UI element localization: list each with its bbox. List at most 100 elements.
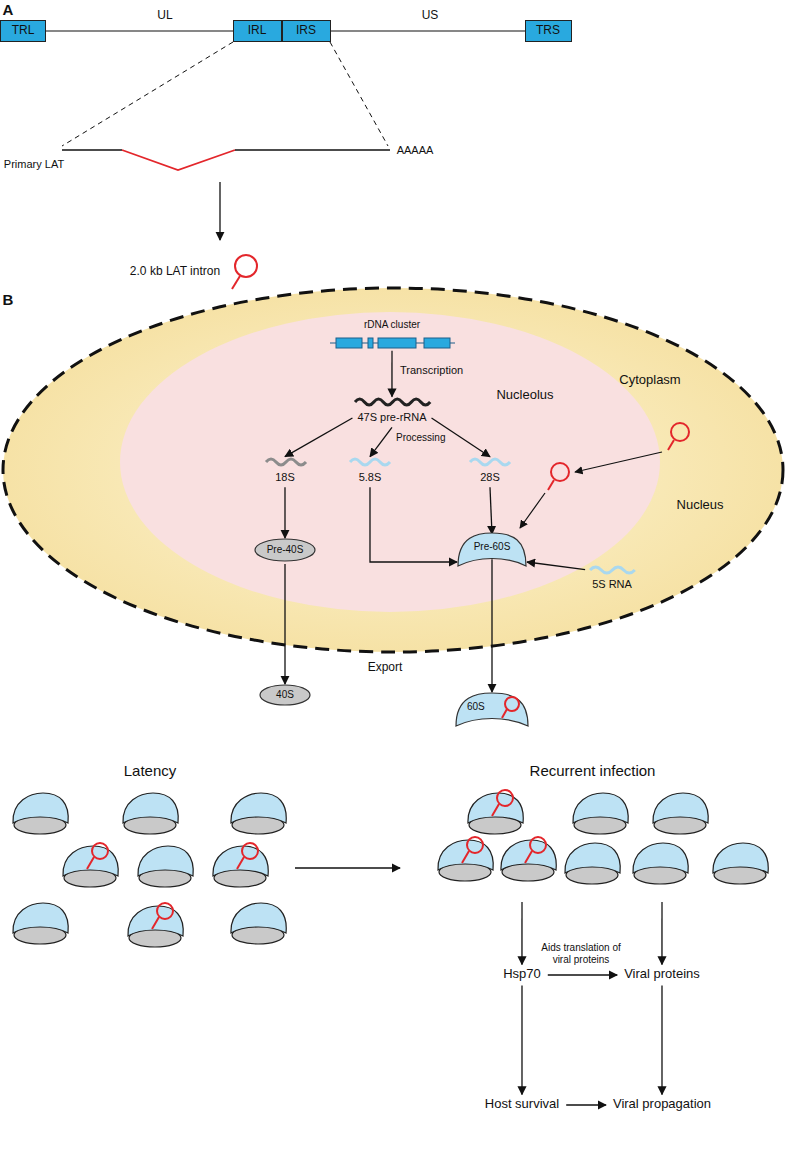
node-text: TRS (536, 24, 560, 38)
node-text: IRL (248, 24, 267, 38)
nucleolus (120, 312, 660, 612)
ribosome-pool: Recurrent infection (400, 762, 785, 902)
lat-splice (122, 150, 235, 170)
node-text: Viral propagation (610, 1097, 714, 1112)
rrna-5s (590, 567, 635, 573)
arrow-connector (285, 418, 352, 457)
edge-label: Processing (396, 432, 445, 444)
node-text: TRL (12, 24, 35, 38)
lat-transcript (62, 149, 122, 150)
panel-letter: A (3, 1, 14, 18)
text-label: 2.0 kb LAT intron (130, 265, 220, 279)
ribosome (13, 903, 68, 944)
ribosome (13, 793, 68, 834)
arrow-connector (490, 487, 492, 534)
node-text: 5S RNA (589, 578, 635, 591)
node-text: Hsp70 (500, 967, 544, 982)
genome-repeat-box: IRL (233, 20, 282, 42)
text-label: UL (157, 9, 172, 23)
rrna-label: 5.8S (356, 471, 385, 486)
edge-label: Transcription (400, 364, 463, 377)
outcome-label: Hsp70 (500, 967, 544, 984)
arrow-connector (521, 985, 522, 1094)
ribosome (138, 846, 193, 887)
rrna-label: 18S (272, 471, 298, 486)
ribosome (63, 843, 118, 887)
ribosome (128, 903, 183, 947)
rdna-gene (330, 338, 455, 348)
arrow (219, 182, 220, 240)
ribosome (213, 843, 268, 887)
rrna-label: 5S RNA (589, 578, 635, 593)
nucleus-envelope (3, 288, 783, 652)
text-label: Cytoplasm (619, 373, 680, 388)
arrow-connector (661, 902, 662, 965)
ribosome (565, 843, 620, 884)
small-subunit: 40S (259, 684, 311, 706)
arrow-connector (284, 487, 285, 538)
text-label: Export (368, 661, 403, 675)
ribosome (123, 793, 178, 834)
zoom-line (62, 42, 233, 146)
arrow-connector (491, 559, 492, 692)
arrow-connector (370, 487, 457, 562)
large-subunit: Pre-60S (457, 532, 527, 572)
rrna-18s (266, 459, 306, 465)
ribosome (438, 837, 493, 881)
rrna-label: 28S (477, 471, 503, 486)
arrow-connector (521, 902, 522, 965)
node-text: 40S (259, 689, 311, 701)
ribosome (501, 837, 556, 881)
node-text: 47S pre-rRNA (354, 411, 429, 424)
ribosome-pool: Latency (5, 762, 295, 962)
outcome-label: Viral propagation (610, 1097, 714, 1114)
arrow-connector (566, 1104, 606, 1105)
rrna-28s (470, 459, 510, 465)
ribosome (231, 793, 286, 834)
ribosome (468, 790, 523, 834)
lat-transcript (235, 149, 390, 150)
ribosome (633, 843, 688, 884)
text-label: AAAAA (397, 144, 434, 157)
genome-line (46, 30, 233, 31)
node-text: 18S (272, 471, 298, 484)
lasso-intron (232, 255, 257, 289)
small-subunit: Pre-40S (254, 538, 316, 562)
ribosome (573, 793, 628, 834)
node-text: 60S (455, 701, 529, 713)
arrow-connector (370, 427, 392, 456)
node-text: IRS (296, 24, 316, 38)
ribosome (653, 793, 708, 834)
outcome-label: Viral proteins (621, 967, 703, 984)
panel-letter: B (3, 291, 14, 308)
node-shape (455, 692, 529, 732)
text-label: Nucleus (677, 498, 724, 513)
text-label: Nucleolus (496, 388, 553, 403)
rrna-label: 47S pre-rRNA (354, 411, 429, 426)
node-shape (457, 532, 527, 572)
arrow (575, 452, 662, 472)
text-label: Primary LAT (4, 158, 64, 171)
arrow-connector (548, 974, 617, 975)
node-text: Pre-60S (457, 541, 527, 553)
node-text: Viral proteins (621, 967, 703, 982)
node-text: Pre-40S (254, 544, 316, 556)
node-text: 5.8S (356, 471, 385, 484)
outcome-label: Host survival (482, 1097, 562, 1114)
genome-repeat-box: IRS (282, 20, 331, 42)
arrow (520, 493, 545, 528)
arrow-connector (295, 867, 400, 868)
ribosome-group (13, 790, 768, 947)
rrna-47s (355, 399, 430, 405)
node-text: Host survival (482, 1097, 562, 1112)
large-subunit: 60S (455, 692, 529, 732)
rrna-5-8s (350, 459, 390, 465)
node-text: Latency (5, 762, 295, 779)
genome-repeat-box: TRL (0, 20, 46, 42)
genome-line (330, 30, 525, 31)
arrow-connector (661, 985, 662, 1094)
text-label: US (422, 9, 439, 23)
node-text: 28S (477, 471, 503, 484)
